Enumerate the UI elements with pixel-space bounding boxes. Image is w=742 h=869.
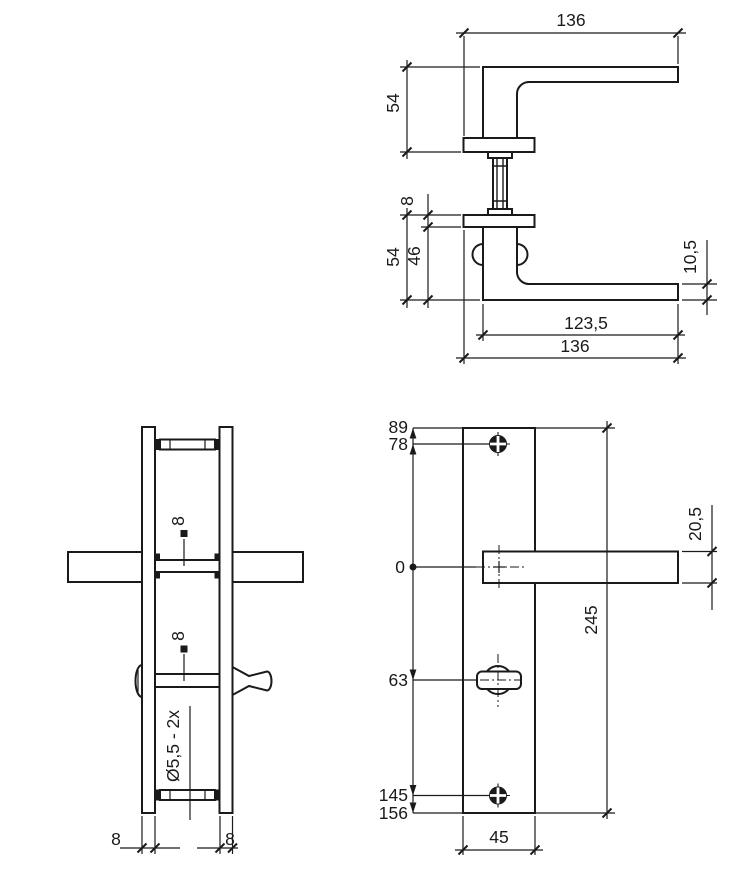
arrow-down-bottom-edge [409,802,417,813]
centerlines [476,545,524,707]
dim-height-bottom: 54 [383,247,403,267]
dimension-lines [400,32,717,364]
wc-spindle-profile [154,673,221,688]
screw-slot [490,436,506,452]
left-handle-profile [67,551,143,583]
dim-screw-hole: Ø5,5 - 2x [163,710,183,782]
screw-slot [490,787,506,804]
upper-screw [486,432,510,456]
dim-lever-thickness: 10,5 [680,240,700,274]
upper-connecting-screw [159,438,216,451]
upper-lever-outline [482,66,679,139]
reference-and-dim-lines [412,421,717,855]
ref-lower-screw: 145 [379,785,408,805]
backplate-front-view: 89 78 0 63 145 156 245 20,5 45 [379,417,718,856]
lower-lever-outline [482,226,679,301]
lower-screw [486,783,510,808]
lower-rose-edge [462,214,536,228]
upper-rose-edge [462,137,536,153]
front-dimension-ticks [457,422,718,856]
square-section-symbol-lower [180,645,188,653]
profile-detail-and-dim-lines [120,439,238,854]
ref-top-edge: 89 [389,417,408,437]
dim-lever-height: 20,5 [685,507,705,541]
thumbturn-knob [231,665,273,697]
handle-spindle-profile [154,559,221,573]
arrow-down-lower-screw [409,785,417,796]
dim-spindle-upper: 8 [168,516,188,526]
dim-overall-length-top: 136 [556,10,585,30]
dimension-ticks [401,27,713,364]
left-plate-profile [141,426,156,814]
dim-grip-length: 123,5 [564,313,608,333]
dim-neck-height: 46 [404,246,424,265]
arrow-up-top-edge [409,428,417,439]
ref-turn-axis: 63 [389,670,408,690]
profile-dimension-ticks [136,842,238,854]
dim-height-top: 54 [383,93,403,113]
ref-upper-screw: 78 [389,434,408,454]
zero-reference-dot [409,563,417,571]
lower-connecting-screw [159,789,216,801]
right-handle-profile [231,551,304,583]
dim-plate-width: 45 [489,827,508,847]
square-section-symbol-upper [180,530,188,537]
spring-clip-left [471,242,484,267]
handle-lever-front [482,550,679,584]
dim-overall-length-bottom: 136 [560,336,589,356]
handle-side-view: 136 54 8 54 46 10,5 123,5 136 [383,10,717,364]
right-plate-profile [218,426,234,814]
backplate-outline [462,427,536,814]
arrow-up-upper-screw [409,444,417,455]
dim-plate-thickness-left: 8 [111,829,121,849]
assembly-profile-view: 8 8 Ø5,5 - 2x 8 8 [67,426,304,854]
arrow-down-turn [409,669,417,680]
dim-rose-thickness: 8 [397,196,417,206]
dim-plate-height: 245 [581,605,601,634]
emergency-release [134,663,143,699]
dim-spindle-lower: 8 [168,631,188,641]
ref-bottom-edge: 156 [379,803,408,823]
ref-handle-axis: 0 [395,557,405,577]
dim-plate-thickness-right: 8 [225,829,235,849]
spindle-assembly [487,151,513,216]
spring-clip-right [516,242,529,267]
spindle-detail-lines [493,158,507,209]
